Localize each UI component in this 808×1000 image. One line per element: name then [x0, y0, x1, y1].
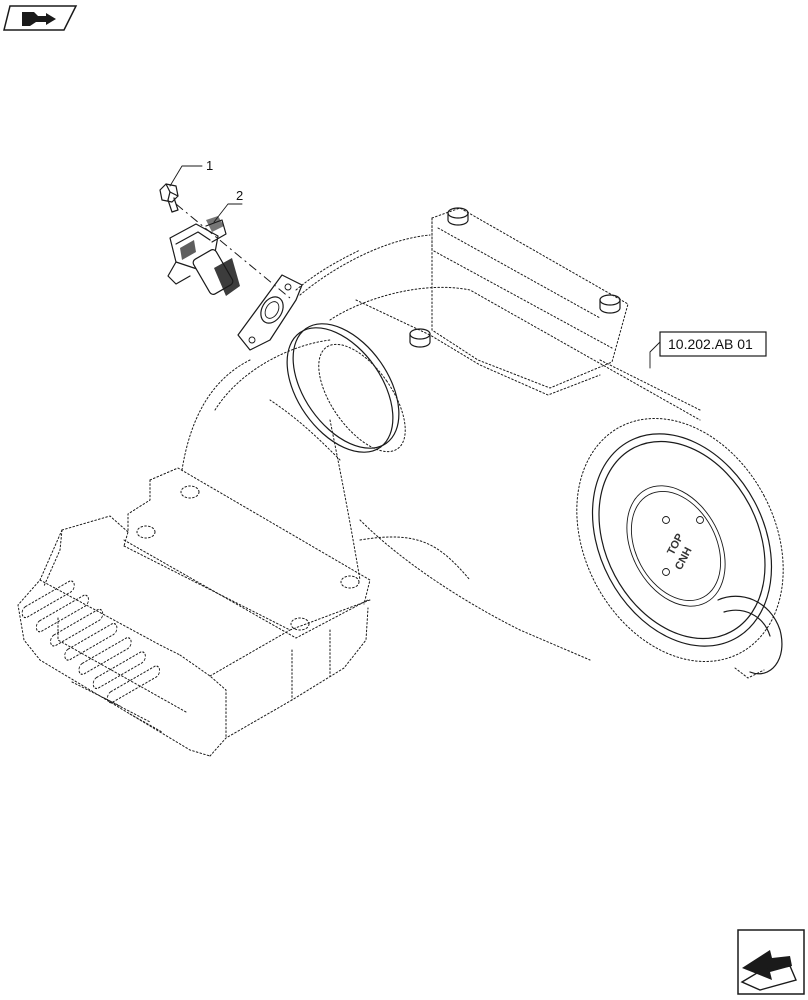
callout-1-label: 1 — [206, 158, 213, 173]
pre-cleaner-tray — [17, 467, 371, 757]
sensor-part — [167, 216, 240, 296]
next-page-arrow-icon[interactable] — [737, 929, 805, 995]
intake-elbow — [181, 249, 406, 581]
callout-2-label: 2 — [236, 188, 243, 203]
callout-1: 1 — [169, 158, 213, 187]
reference-label[interactable]: 10.202.AB 01 — [668, 336, 753, 352]
air-cleaner-housing: TOP CNH — [299, 207, 784, 679]
assembly-axis-line — [175, 203, 291, 299]
reference-callout[interactable]: 10.202.AB 01 — [649, 331, 767, 369]
book-arrow-icon[interactable] — [3, 5, 78, 31]
bolt-part — [159, 183, 179, 213]
callout-2: 2 — [213, 188, 243, 223]
